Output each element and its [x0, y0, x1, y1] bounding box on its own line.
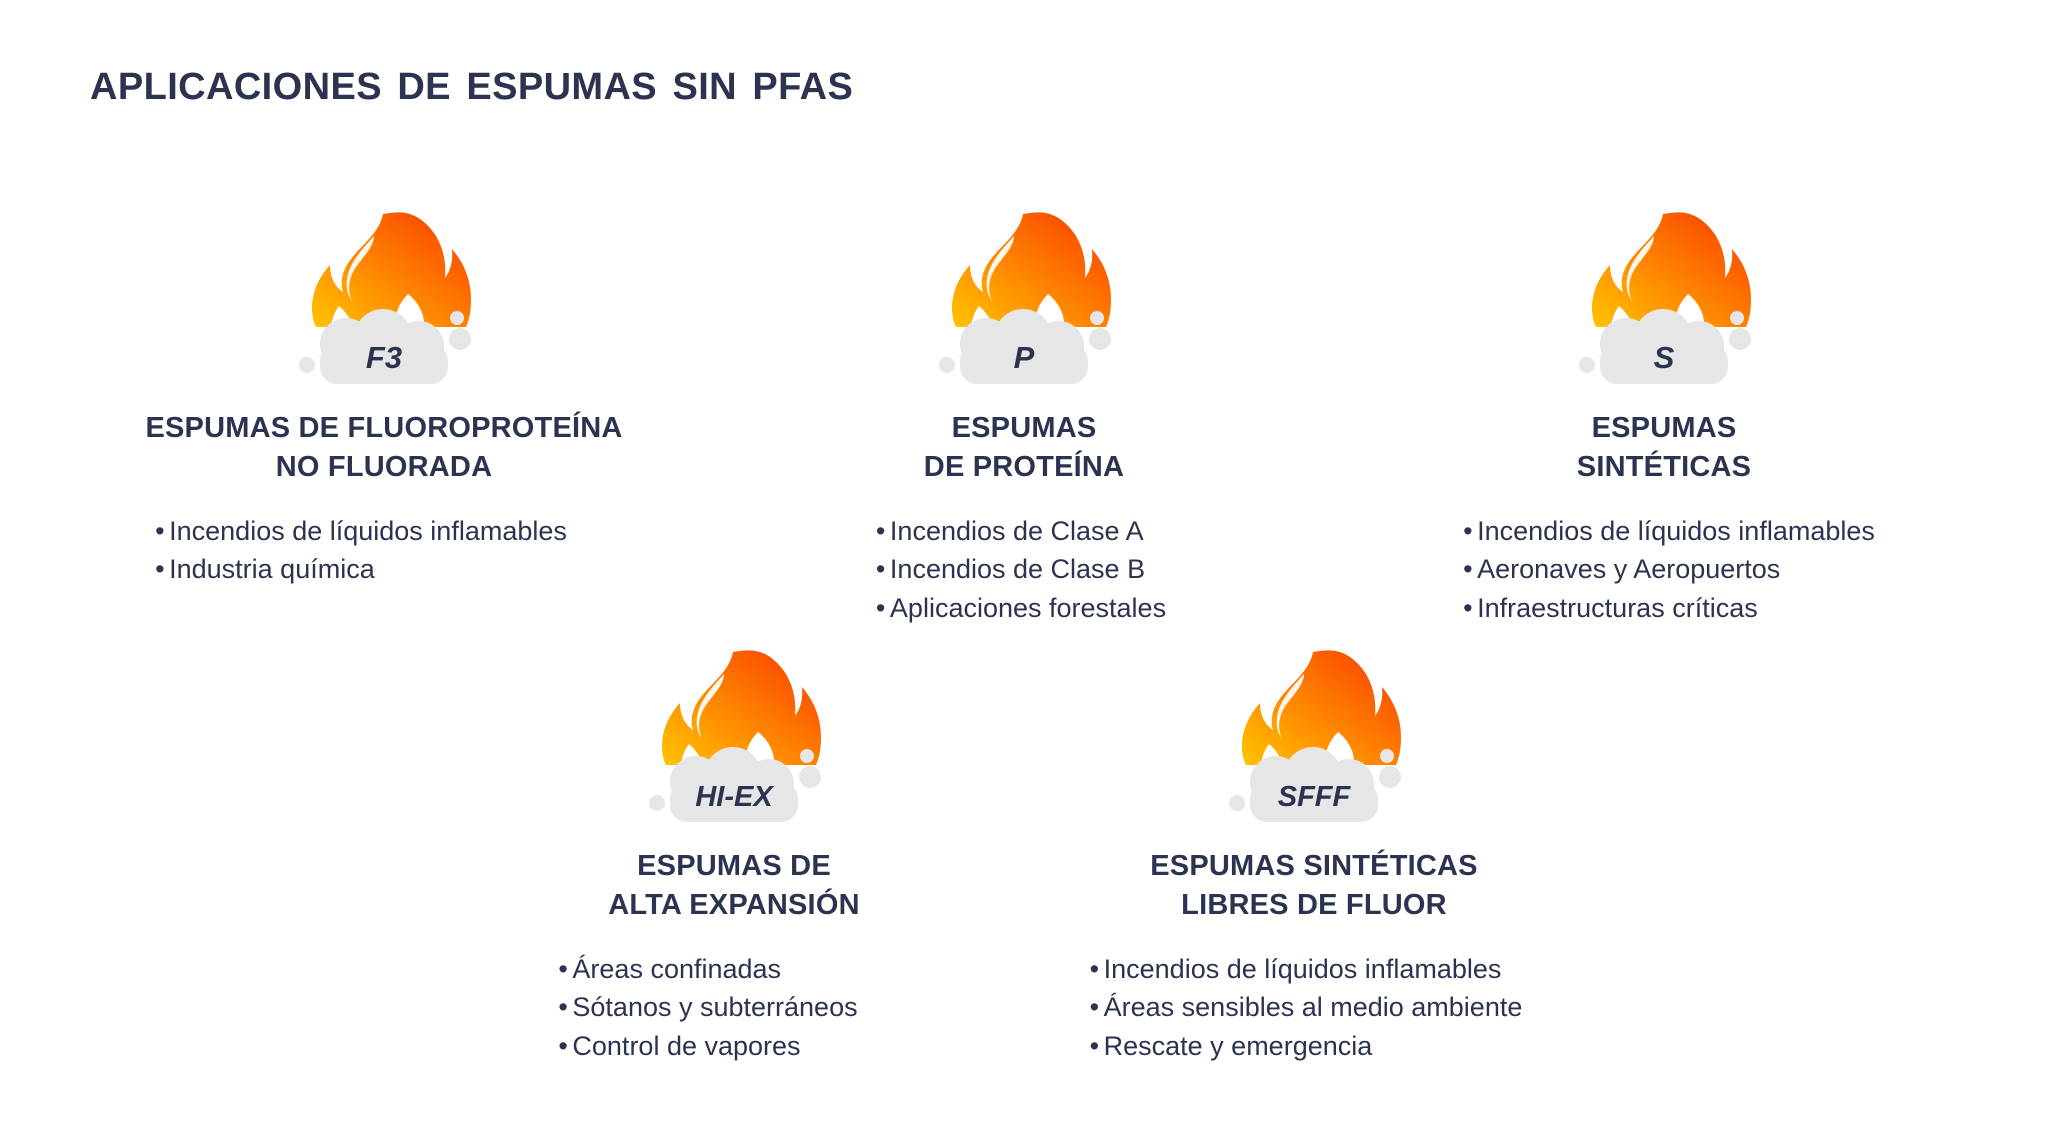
list-item: •Aplicaciones forestales: [876, 589, 1166, 627]
card-row-top: F3 ESPUMAS DE FLUOROPROTEÍNA NO FLUORADA…: [0, 210, 2048, 654]
list-item: •Incendios de líquidos inflamables: [1463, 512, 1875, 550]
bullet-list: •Incendios de Clase A •Incendios de Clas…: [876, 512, 1166, 627]
bullet-marker: •: [1463, 592, 1473, 623]
bullet-marker: •: [155, 516, 165, 547]
list-item-label: Áreas sensibles al medio ambiente: [1103, 992, 1523, 1023]
card-row-bottom: HI-EX ESPUMAS DE ALTA EXPANSIÓN •Áreas c…: [0, 648, 2048, 1092]
bullet-list: •Incendios de líquidos inflamables •Aero…: [1463, 512, 1875, 627]
card-heading: ESPUMAS DE FLUOROPROTEÍNA NO FLUORADA: [145, 412, 623, 483]
list-item: •Infraestructuras críticas: [1463, 589, 1875, 627]
list-item-label: Incendios de Clase A: [889, 516, 1144, 547]
list-item: •Áreas confinadas: [558, 950, 857, 988]
list-item-label: Aplicaciones forestales: [889, 592, 1167, 623]
list-item: •Control de vapores: [558, 1027, 857, 1065]
list-item: •Incendios de Clase A: [876, 512, 1166, 550]
bullet-list: •Incendios de líquidos inflamables •Área…: [1090, 950, 1523, 1065]
list-item: •Incendios de Clase B: [876, 550, 1166, 588]
page-title: Aplicaciones de Espumas sin PFAS: [90, 51, 854, 111]
bullet-marker: •: [155, 554, 165, 585]
bullet-marker: •: [558, 954, 568, 985]
list-item-label: Sótanos y subterráneos: [572, 992, 858, 1023]
bullet-marker: •: [875, 592, 886, 623]
flame-foam-icon: P: [919, 210, 1129, 395]
list-item-label: Infraestructuras críticas: [1477, 592, 1758, 623]
card-sfff: SFFF ESPUMAS SINTÉTICAS LIBRES DE FLUOR …: [1024, 648, 1604, 1092]
list-item-label: Control de vapores: [572, 1030, 801, 1061]
card-heading: ESPUMAS DE PROTEÍNA: [923, 412, 1125, 483]
bullet-marker: •: [875, 554, 886, 585]
bullet-marker: •: [1089, 954, 1100, 985]
foam-shape: [1579, 309, 1751, 384]
badge-label: HI-EX: [695, 781, 774, 813]
card-heading: ESPUMAS SINTÉTICAS: [1576, 412, 1752, 483]
list-item-label: Incendios de líquidos inflamables: [1477, 516, 1875, 547]
list-item: •Aeronaves y Aeropuertos: [1463, 550, 1875, 588]
badge-label: P: [1014, 340, 1035, 375]
list-item: •Sótanos y subterráneos: [558, 988, 857, 1026]
flame-foam-icon: S: [1559, 210, 1769, 395]
bullet-marker: •: [1463, 554, 1473, 585]
list-item-label: Incendios de Clase B: [889, 554, 1146, 585]
card-heading: ESPUMAS DE ALTA EXPANSIÓN: [608, 850, 860, 921]
bullet-list: •Áreas confinadas •Sótanos y subterráneo…: [558, 950, 857, 1065]
bullet-marker: •: [558, 1030, 568, 1061]
list-item-label: Incendios de líquidos inflamables: [169, 516, 567, 547]
badge-label: F3: [366, 340, 402, 375]
list-item: •Incendios de líquidos inflamables: [1090, 950, 1523, 988]
badge-label: S: [1654, 340, 1675, 375]
card-heading: ESPUMAS SINTÉTICAS LIBRES DE FLUOR: [1150, 850, 1478, 921]
foam-shape: [649, 747, 821, 822]
foam-shape: [1229, 747, 1401, 822]
card-f3: F3 ESPUMAS DE FLUOROPROTEÍNA NO FLUORADA…: [64, 210, 704, 654]
bullet-list: •Incendios de líquidos inflamables •Indu…: [155, 512, 567, 589]
card-s: S ESPUMAS SINTÉTICAS •Incendios de líqui…: [1344, 210, 1984, 654]
list-item-label: Áreas confinadas: [572, 954, 782, 985]
badge-label: SFFF: [1278, 781, 1352, 813]
foam-shape: [299, 309, 471, 384]
bullet-marker: •: [875, 516, 886, 547]
list-item-label: Rescate y emergencia: [1103, 1030, 1373, 1061]
flame-foam-icon: SFFF: [1209, 648, 1419, 833]
flame-foam-icon: F3: [279, 210, 489, 395]
bullet-marker: •: [1463, 516, 1473, 547]
bullet-marker: •: [1089, 992, 1100, 1023]
card-p: P ESPUMAS DE PROTEÍNA •Incendios de Clas…: [704, 210, 1344, 654]
foam-shape: [939, 309, 1111, 384]
card-hi-ex: HI-EX ESPUMAS DE ALTA EXPANSIÓN •Áreas c…: [444, 648, 1024, 1092]
list-item-label: Incendios de líquidos inflamables: [1103, 954, 1502, 985]
list-item-label: Aeronaves y Aeropuertos: [1477, 554, 1781, 585]
flame-foam-icon: HI-EX: [629, 648, 839, 833]
list-item: •Rescate y emergencia: [1090, 1027, 1523, 1065]
list-item: •Incendios de líquidos inflamables: [155, 512, 567, 550]
bullet-marker: •: [558, 992, 568, 1023]
list-item: •Áreas sensibles al medio ambiente: [1090, 988, 1523, 1026]
bullet-marker: •: [1089, 1030, 1100, 1061]
list-item: •Industria química: [155, 550, 567, 588]
list-item-label: Industria química: [169, 554, 375, 585]
